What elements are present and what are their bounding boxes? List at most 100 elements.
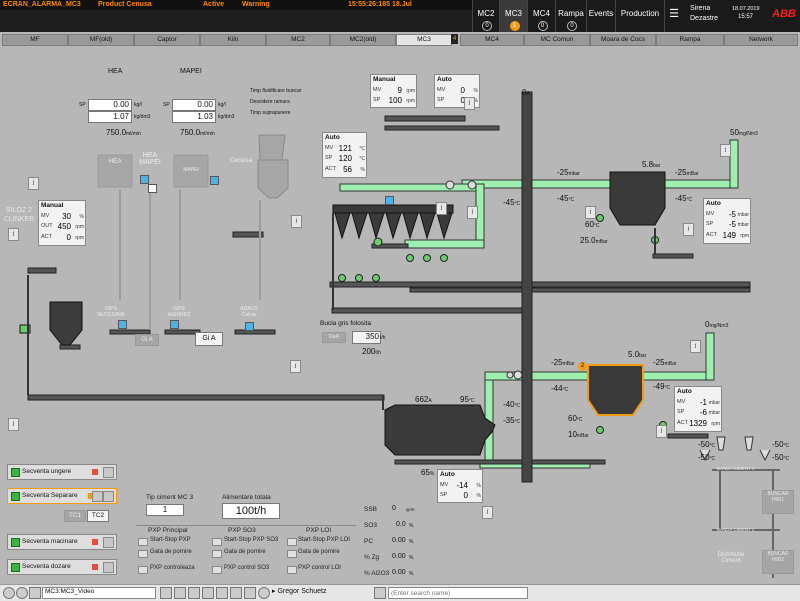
stack-dust-2: 0mg/Nm3 (705, 320, 729, 329)
info-icon[interactable]: i (436, 202, 447, 215)
info-icon[interactable]: i (290, 360, 301, 373)
pipe-top-right (663, 179, 731, 189)
info-icon[interactable]: i (585, 206, 596, 219)
window-name-field[interactable]: MC3:MC3_Video (42, 587, 156, 599)
info-icon[interactable]: i (291, 215, 302, 228)
alarm-screen: ECRAN_ALARMA_MC3 (3, 1, 81, 8)
nav-events[interactable]: Events (586, 0, 615, 32)
toolbar-icon[interactable] (244, 587, 256, 599)
pxp-loi-ctrl-indicator (287, 566, 297, 574)
screen-tabs: MF MF(old) Captor Kiln MC2 MC2(old) MC3 … (0, 34, 800, 46)
play-icon[interactable] (103, 537, 114, 548)
pipe-separator-bottom (404, 239, 485, 249)
forward-icon[interactable] (16, 587, 28, 599)
nav-production[interactable]: Production (615, 0, 664, 32)
alarm-badge[interactable]: 2 (578, 362, 587, 371)
info-icon[interactable]: i (482, 506, 493, 519)
bucla-value[interactable]: 350 (352, 331, 381, 344)
tab-mc2-old[interactable]: MC2(old) (330, 34, 396, 46)
info-icon[interactable]: i (28, 177, 39, 190)
alarm-timestamp: 15:55:26:185 18.Jul (348, 1, 412, 8)
alarm-product: Product Cenusa (98, 1, 152, 8)
toolbar-icon[interactable] (230, 587, 242, 599)
pxp-loi-title: PXP LOI (306, 527, 332, 534)
tab-mc-comun[interactable]: MC Comun (524, 34, 590, 46)
toolbar-icon[interactable] (174, 587, 186, 599)
gips-nucedava-label: GIPS NUCEDAVA (97, 306, 125, 318)
status-red-indicator (92, 539, 98, 545)
label-descidere-ramura: Descidere ramura (250, 99, 290, 105)
pause-icon[interactable] (92, 491, 103, 502)
mapei-sp-value[interactable]: 0.00 (172, 99, 216, 111)
play-icon[interactable] (103, 467, 114, 478)
pxp-so3-gata-indicator (212, 550, 222, 558)
tab-mf-old[interactable]: MF(old) (68, 34, 134, 46)
tab-network[interactable]: Network (724, 34, 798, 46)
tip-ciment-value[interactable]: 1 (146, 504, 184, 516)
info-icon[interactable]: i (683, 223, 694, 236)
bucla-ghost-button[interactable]: DeA (322, 332, 346, 343)
info-icon[interactable]: i (8, 228, 19, 241)
play-icon[interactable] (103, 491, 114, 502)
bin-mapei-label: MAPEI (183, 167, 199, 173)
play-icon[interactable] (103, 562, 114, 573)
tab-moara-de-cocs[interactable]: Moara de Cocs (590, 34, 656, 46)
tab-mc2[interactable]: MC2 (266, 34, 330, 46)
alarm-bar[interactable]: ECRAN_ALARMA_MC3 Product Cenusa Active W… (0, 0, 472, 10)
pxp-loi-toggle[interactable] (287, 538, 297, 546)
hamburger-icon[interactable]: ☰ (664, 0, 683, 32)
pxp-principal-toggle[interactable] (138, 538, 148, 546)
gi-a-ghost-button[interactable]: Gi A (135, 334, 159, 346)
sequence-separare[interactable]: Secventa Separare (7, 488, 117, 504)
label-timp-suprapunere: Timp suprapunere (250, 110, 291, 116)
tab-rampa[interactable]: Rampa (656, 34, 724, 46)
user-icon (258, 587, 270, 599)
tab-kiln[interactable]: Kiln (200, 34, 266, 46)
info-icon[interactable]: i (720, 144, 731, 157)
info-icon[interactable]: i (656, 425, 667, 438)
info-icon[interactable]: i (464, 97, 475, 110)
bin-hea-mapei-label: HEA MAPEI (139, 152, 161, 166)
toolbar-icon[interactable] (216, 587, 228, 599)
screen-icon[interactable] (29, 587, 41, 599)
status-square-blue (170, 320, 179, 329)
bag-filter-2 (587, 364, 644, 416)
hea-sp-value[interactable]: 0.00 (88, 99, 132, 111)
info-icon[interactable]: i (467, 206, 478, 219)
tc1-button[interactable]: TC1 (64, 510, 86, 522)
tab-captor[interactable]: Captor (134, 34, 200, 46)
pxp-so3-toggle[interactable] (212, 538, 222, 546)
toolbar-icon[interactable] (202, 587, 214, 599)
tc2-button[interactable]: TC2 (87, 510, 109, 522)
sequence-macinare[interactable]: Secventa macinare (7, 534, 117, 550)
pipe-lower-riser (484, 371, 494, 465)
tab-mc4[interactable]: MC4 (460, 34, 524, 46)
toolbar-icon[interactable] (160, 587, 172, 599)
pipe-lower-main (484, 371, 596, 381)
press-filter2-out: -25mBar (653, 358, 677, 367)
sequence-dozare[interactable]: Secventa dozare (7, 559, 117, 575)
back-icon[interactable] (3, 587, 15, 599)
toolbar-icon[interactable] (188, 587, 200, 599)
pipe-separator (339, 183, 481, 192)
info-icon[interactable]: i (8, 418, 19, 431)
alimentare-value[interactable]: 100t/h (222, 503, 280, 519)
info-icon[interactable]: i (690, 340, 701, 353)
tab-mf[interactable]: MF (2, 34, 68, 46)
user-name-line1: Sirena (690, 5, 711, 12)
gi-a-button[interactable]: Gi A (195, 332, 223, 346)
search-input[interactable] (388, 587, 528, 599)
sequence-ungere[interactable]: Secventa ungere (7, 464, 117, 480)
search-icon[interactable] (374, 587, 386, 599)
